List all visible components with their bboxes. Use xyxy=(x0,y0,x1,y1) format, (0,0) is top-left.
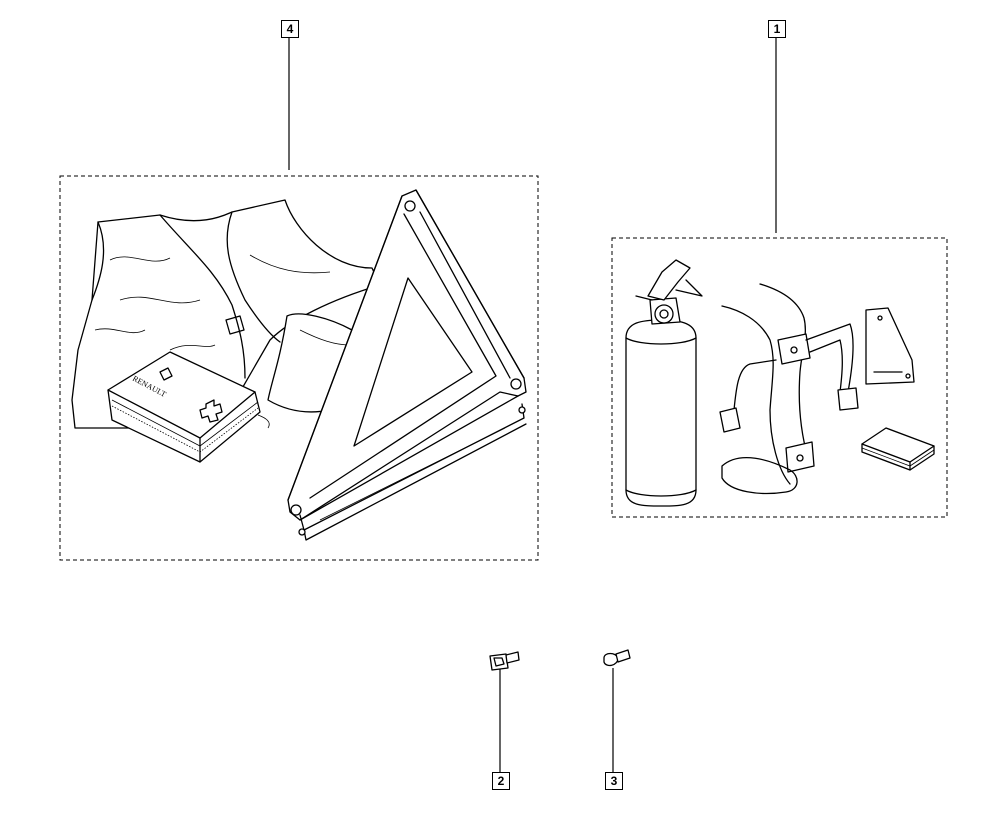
bracket-plate-drawing xyxy=(865,307,915,385)
screw-2-drawing xyxy=(489,651,520,671)
extinguisher-bracket-drawing xyxy=(719,283,859,495)
group-4-boundary xyxy=(59,175,539,561)
instruction-cards-drawing xyxy=(861,427,935,471)
callout-4: 4 xyxy=(281,20,299,38)
warning-triangle-drawing xyxy=(287,189,527,541)
first-aid-kit-drawing: RENAULT xyxy=(107,351,270,463)
screw-3-drawing xyxy=(603,649,631,667)
callout-1: 1 xyxy=(768,20,786,38)
callout-2: 2 xyxy=(492,772,510,790)
fire-extinguisher-drawing xyxy=(625,259,703,507)
callout-3: 3 xyxy=(605,772,623,790)
group-1-boundary xyxy=(611,237,948,518)
